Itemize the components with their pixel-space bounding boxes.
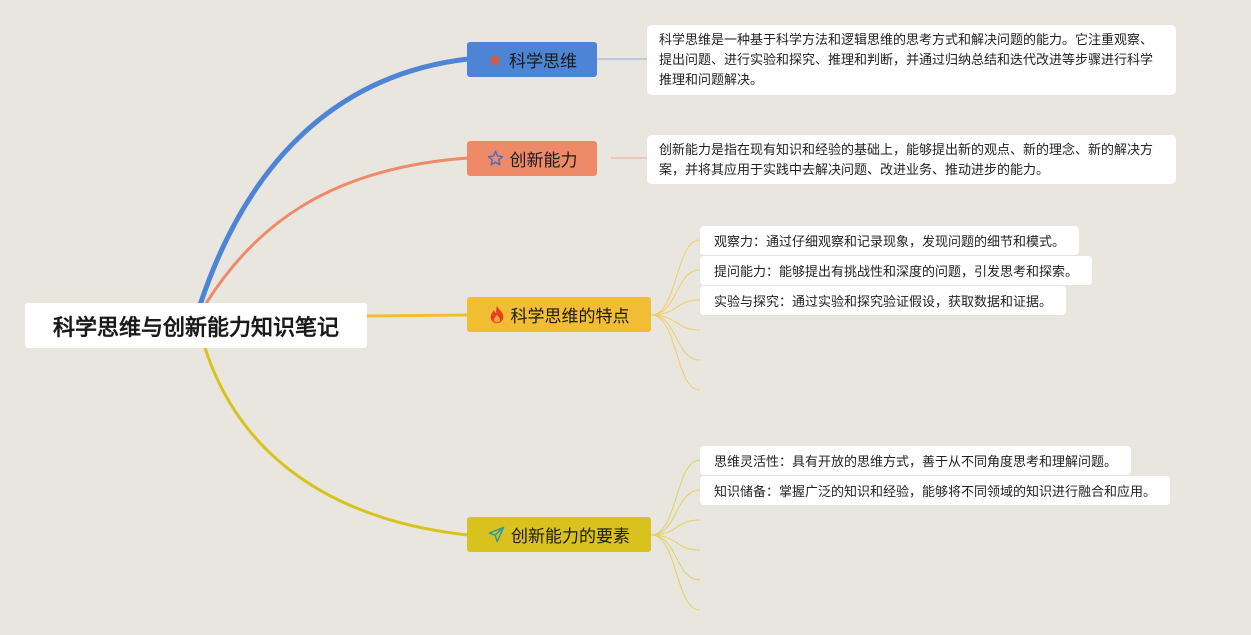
leaf-flexibility[interactable]: 思维灵活性：具有开放的思维方式，善于从不同角度思考和理解问题。	[700, 446, 1132, 475]
star-outline-icon	[487, 150, 504, 167]
branch-label: 科学思维	[509, 52, 577, 72]
leaf-questioning[interactable]: 提问能力：能够提出有挑战性和深度的问题，引发思考和探索。	[700, 256, 1093, 285]
leaf-experiment[interactable]: 实验与探究：通过实验和探究验证假设，获取数据和证据。	[700, 286, 1067, 315]
branch-scientific-thinking[interactable]: 科学思维	[467, 42, 597, 77]
fire-icon	[489, 305, 505, 324]
root-topic[interactable]: 科学思维与创新能力知识笔记	[25, 303, 367, 348]
paper-plane-icon	[488, 526, 505, 543]
branch-label: 科学思维的特点	[510, 307, 630, 327]
elements-fan-lines	[650, 459, 701, 611]
branch-innovation[interactable]: 创新能力	[467, 141, 597, 176]
leaf-observation[interactable]: 观察力：通过仔细观察和记录现象，发现问题的细节和模式。	[700, 226, 1080, 255]
branch-label: 创新能力的要素	[511, 527, 630, 547]
link-root-to-features	[366, 313, 469, 318]
note-innovation[interactable]: 创新能力是指在现有知识和经验的基础上，能够提出新的观点、新的理念、新的解决方案，…	[647, 135, 1176, 184]
branch-innovation-elements[interactable]: 创新能力的要素	[467, 517, 651, 552]
link-root-to-innovation	[203, 156, 469, 306]
branch-label: 创新能力	[509, 151, 578, 171]
features-fan-lines	[650, 239, 701, 391]
link-root-to-elements	[203, 347, 469, 537]
branch-scientific-thinking-features[interactable]: 科学思维的特点	[467, 297, 651, 332]
link-root-to-scientific-thinking	[197, 56, 469, 306]
star-filled-icon	[487, 52, 503, 68]
note-scientific-thinking[interactable]: 科学思维是一种基于科学方法和逻辑思维的思考方式和解决问题的能力。它注重观察、提出…	[647, 25, 1176, 95]
leaf-knowledge[interactable]: 知识储备：掌握广泛的知识和经验，能够将不同领域的知识进行融合和应用。	[700, 476, 1171, 505]
